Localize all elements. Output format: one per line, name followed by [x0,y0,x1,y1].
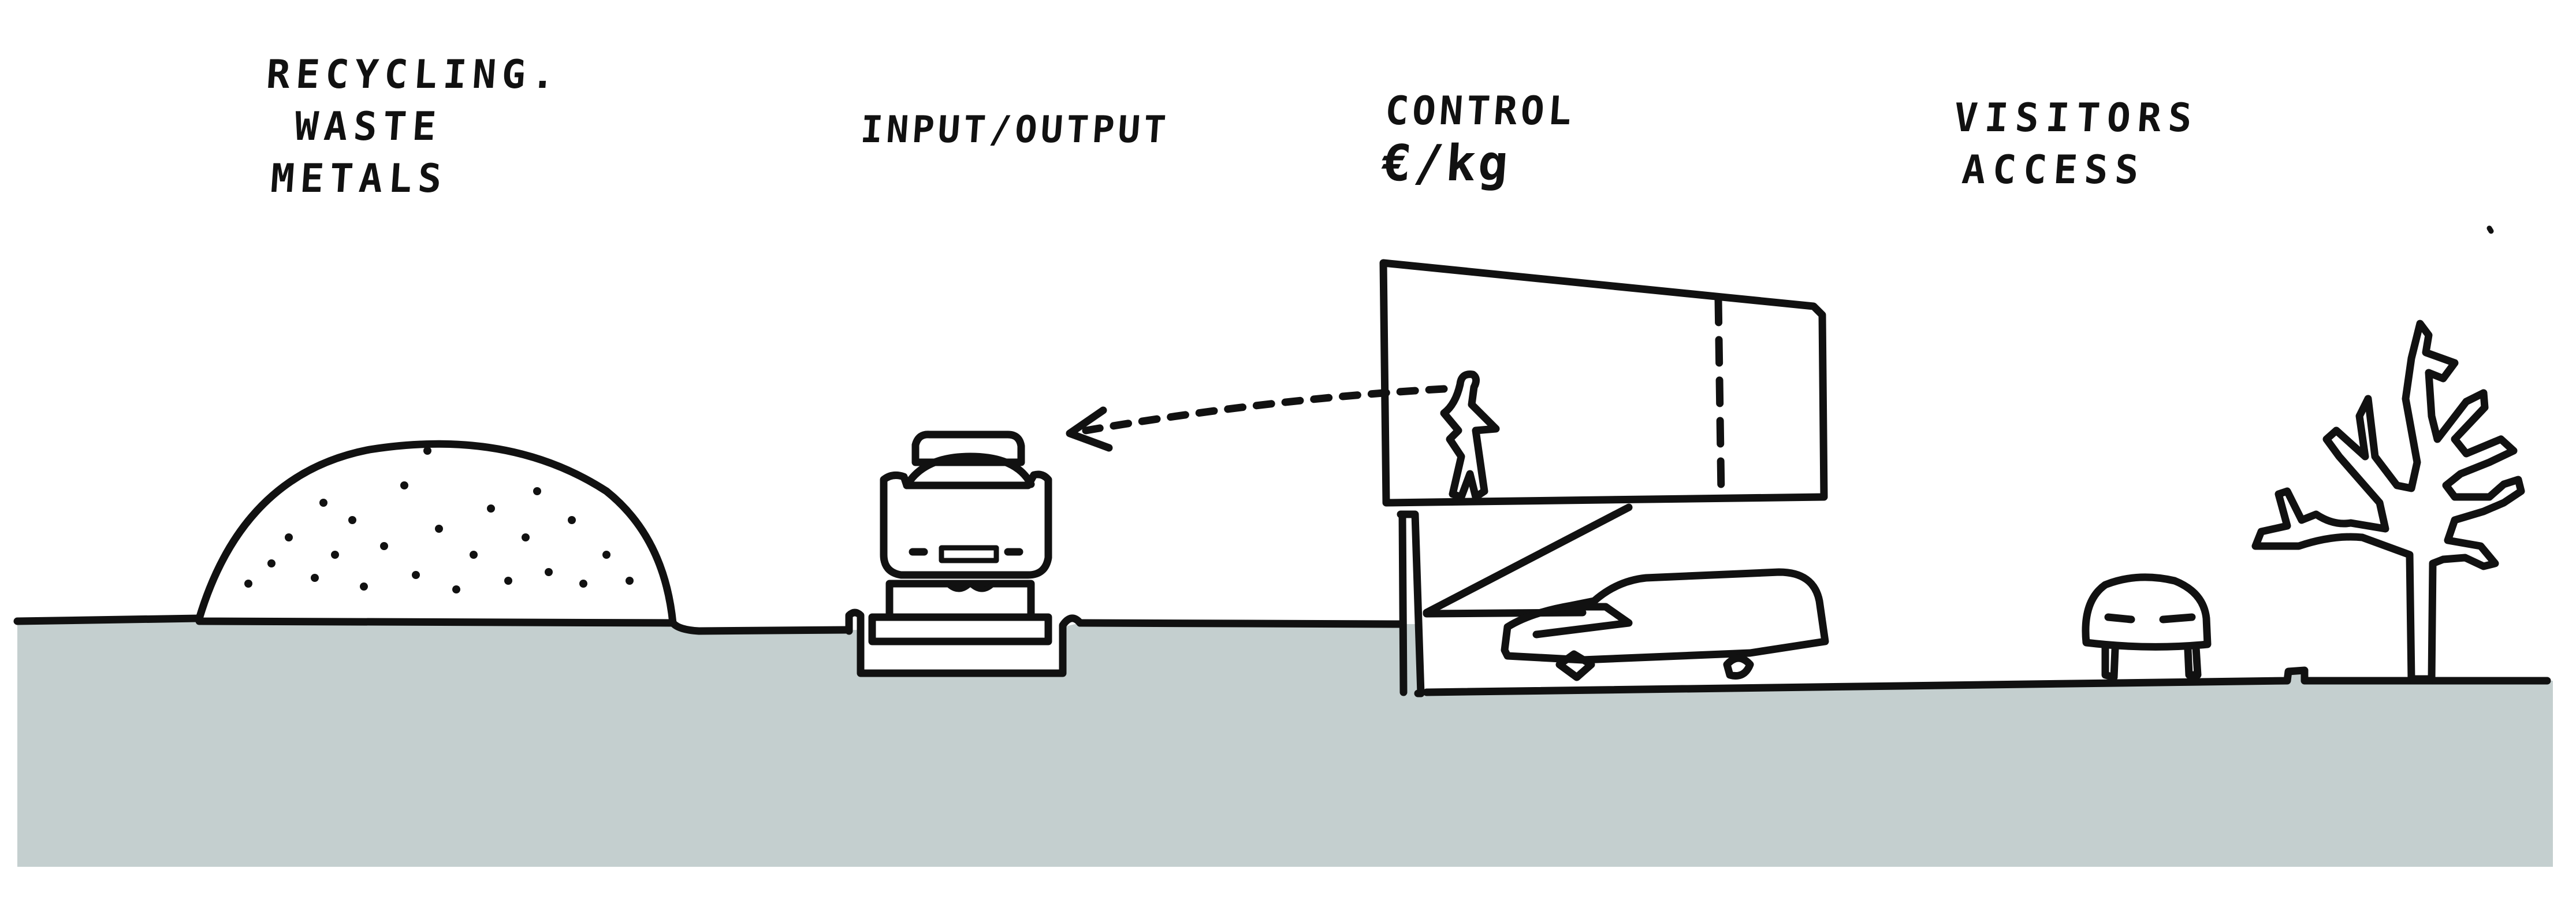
car-icon [2082,573,2212,681]
ground-section [17,618,2553,867]
label-control: CONTROL €/kg [1379,86,1577,192]
control-room-icon [1379,259,1828,697]
label-recycling-line3: METALS [269,156,449,202]
ground-line [13,614,2551,696]
truck-on-scale-icon [845,431,1084,677]
person-icon [1440,370,1500,501]
label-input-output-text: INPUT/OUTPUT [859,109,1171,151]
sightline-arrow [1066,385,1448,452]
label-input-output: INPUT/OUTPUT [859,104,1171,156]
label-control-line2: €/kg [1379,135,1513,192]
label-visitors-line2: ACCESS [1960,147,2147,193]
label-recycling-line1: RECYCLING. [265,52,563,98]
label-control-line1: CONTROL [1383,88,1577,134]
ink-speck [2486,225,2494,234]
tree-icon [2251,320,2525,683]
label-recycling-line2: WASTE [293,104,444,150]
label-visitors-line1: VISITORS [1952,95,2201,141]
label-visitors: VISITORS ACCESS [1949,92,2201,196]
van-icon [1501,568,1829,681]
label-recycling: RECYCLING. WASTE METALS [258,49,563,205]
scrap-heap-icon [195,440,677,627]
